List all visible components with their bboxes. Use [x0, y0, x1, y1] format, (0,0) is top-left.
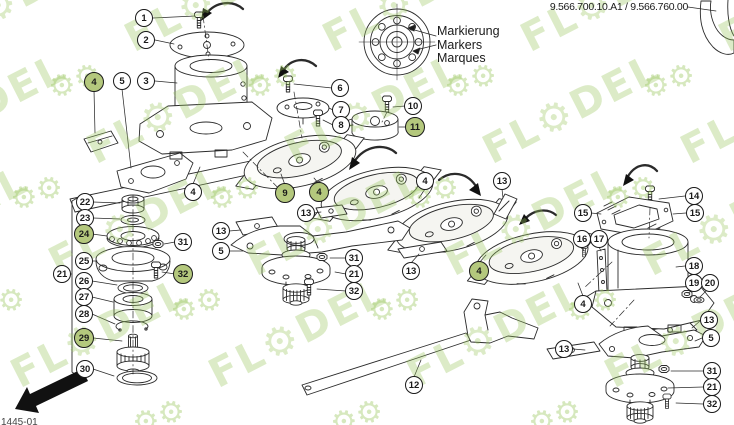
callout-18[interactable]: 18: [685, 257, 703, 275]
callout-5[interactable]: 5: [113, 72, 131, 90]
callout-5[interactable]: 5: [212, 242, 230, 260]
marking-label-en: Markers: [437, 37, 483, 52]
alignment-lines: [132, 15, 651, 375]
callout-4[interactable]: 4: [309, 182, 329, 202]
callout-8[interactable]: 8: [332, 116, 350, 134]
marking-label-fr: Marques: [437, 51, 486, 65]
marking-label-de: Markierung: [437, 24, 500, 38]
callout-21[interactable]: 21: [345, 265, 363, 283]
callout-20[interactable]: 20: [701, 274, 719, 292]
callout-14[interactable]: 14: [685, 187, 703, 205]
callout-2[interactable]: 2: [137, 31, 155, 49]
callout-10[interactable]: 10: [404, 97, 422, 115]
callout-13[interactable]: 13: [555, 340, 573, 358]
callout-5[interactable]: 5: [702, 329, 720, 347]
callout-3[interactable]: 3: [137, 72, 155, 90]
callout-9[interactable]: 9: [275, 183, 295, 203]
part-wear-plate-15: [596, 196, 674, 237]
part-lever-12: [301, 298, 539, 396]
part-skid-plate-4: [83, 130, 119, 153]
callout-4[interactable]: 4: [184, 183, 202, 201]
callout-16[interactable]: 16: [573, 230, 591, 248]
callout-13[interactable]: 13: [402, 262, 420, 280]
callout-15[interactable]: 15: [686, 204, 704, 222]
part-cutoff-top-right: [699, 0, 734, 55]
callout-17[interactable]: 17: [590, 230, 608, 248]
marking-label-block: Markierung Markers Marques: [437, 24, 500, 66]
callout-32[interactable]: 32: [703, 395, 721, 413]
part-number-label: 9.566.700.10.A1 / 9.566.760.00: [549, 1, 688, 13]
callout-6[interactable]: 6: [331, 79, 349, 97]
callout-13[interactable]: 13: [297, 204, 315, 222]
callout-1[interactable]: 1: [135, 9, 153, 27]
part-shim-17: [596, 248, 608, 295]
callout-30[interactable]: 30: [76, 360, 94, 378]
callout-25[interactable]: 25: [75, 252, 93, 270]
callout-21[interactable]: 21: [53, 265, 71, 283]
part-holder-5-middle: [230, 220, 411, 256]
callout-31[interactable]: 31: [174, 233, 192, 251]
callout-13[interactable]: 13: [212, 222, 230, 240]
callout-24[interactable]: 24: [74, 224, 94, 244]
callout-4[interactable]: 4: [574, 295, 592, 313]
part-drum-3: [138, 54, 273, 160]
callout-29[interactable]: 29: [74, 328, 94, 348]
callout-27[interactable]: 27: [75, 288, 93, 306]
callout-28[interactable]: 28: [75, 305, 93, 323]
callout-4[interactable]: 4: [469, 261, 489, 281]
callout-7[interactable]: 7: [332, 101, 350, 119]
callout-4[interactable]: 4: [416, 172, 434, 190]
part-holder-5-right: [598, 325, 707, 359]
direction-arrow: [15, 369, 88, 413]
rotation-arrows: [201, 2, 659, 225]
marking-arrows: [407, 24, 437, 55]
callout-13[interactable]: 13: [493, 172, 511, 190]
callout-4[interactable]: 4: [84, 72, 104, 92]
doc-code: 1445-01: [1, 417, 38, 425]
leader-lines: [69, 6, 717, 405]
part-hub-cap-11: [345, 110, 399, 141]
callout-13[interactable]: 13: [700, 311, 718, 329]
callout-32[interactable]: 32: [345, 282, 363, 300]
callout-11[interactable]: 11: [405, 117, 425, 137]
callout-32[interactable]: 32: [173, 264, 193, 284]
callout-21[interactable]: 21: [703, 378, 721, 396]
callout-12[interactable]: 12: [405, 376, 423, 394]
callout-15[interactable]: 15: [574, 204, 592, 222]
